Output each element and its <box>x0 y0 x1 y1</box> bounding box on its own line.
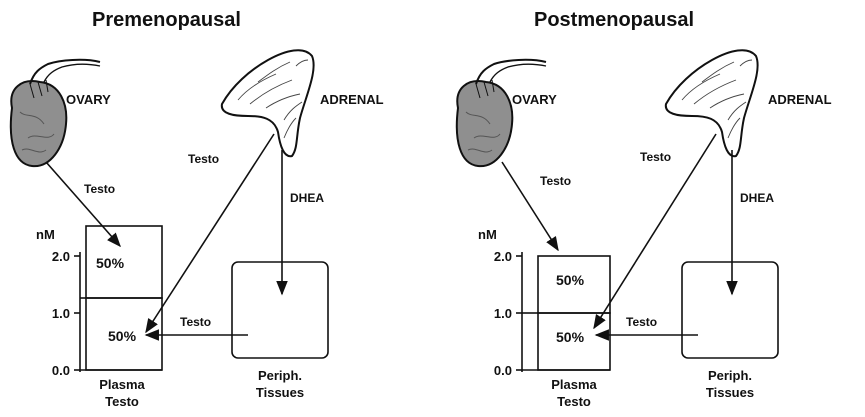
periph-tissues-box <box>232 262 328 358</box>
axis-unit: nM <box>36 227 55 242</box>
ovary-testo-label: Testo <box>84 182 115 196</box>
y-tick-label: 0.0 <box>494 363 512 378</box>
adrenal-illustration <box>222 50 314 156</box>
adrenal-label: ADRENAL <box>768 92 832 107</box>
y-tick-label: 2.0 <box>494 249 512 264</box>
y-tick-label: 1.0 <box>52 306 70 321</box>
dhea-label: DHEA <box>290 191 324 205</box>
axis-unit: nM <box>478 227 497 242</box>
periph-testo-label: Testo <box>180 315 211 329</box>
y-tick-label: 1.0 <box>494 306 512 321</box>
periph-testo-label: Testo <box>626 315 657 329</box>
panel-premenopausal: Premenopausal OVARY ADRENAL Testo Testo … <box>11 9 384 409</box>
plasma-testo-bar: nM 2.0 1.0 0.0 50% 50% Plasma Testo <box>36 226 162 409</box>
periph-caption-line1: Periph. <box>708 368 752 383</box>
panel-title: Premenopausal <box>92 9 241 31</box>
plasma-caption-line2: Testo <box>105 394 139 409</box>
panel-postmenopausal: Postmenopausal OVARY ADRENAL Testo Testo… <box>457 9 832 409</box>
lower-pct-label: 50% <box>108 328 137 344</box>
upper-pct-label: 50% <box>96 255 125 271</box>
adrenal-testo-label: Testo <box>640 150 671 164</box>
ovary-label: OVARY <box>512 92 557 107</box>
adrenal-testo-label: Testo <box>188 152 219 166</box>
ovary-illustration <box>457 60 546 166</box>
y-tick-label: 0.0 <box>52 363 70 378</box>
dhea-label: DHEA <box>740 191 774 205</box>
y-tick-label: 2.0 <box>52 249 70 264</box>
panel-title: Postmenopausal <box>534 9 694 31</box>
upper-pct-label: 50% <box>556 272 585 288</box>
plasma-caption-line1: Plasma <box>99 377 145 392</box>
periph-caption-line2: Tissues <box>706 385 754 400</box>
plasma-caption-line1: Plasma <box>551 377 597 392</box>
ovary-testo-label: Testo <box>540 174 571 188</box>
ovary-testo-arrow <box>46 162 120 246</box>
periph-caption-line1: Periph. <box>258 368 302 383</box>
lower-pct-label: 50% <box>556 329 585 345</box>
ovary-label: OVARY <box>66 92 111 107</box>
plasma-caption-line2: Testo <box>557 394 591 409</box>
plasma-testo-bar: nM 2.0 1.0 0.0 50% 50% Plasma Testo <box>478 227 610 409</box>
periph-tissues-box <box>682 262 778 358</box>
periph-caption-line2: Tissues <box>256 385 304 400</box>
ovary-illustration <box>11 60 100 166</box>
adrenal-label: ADRENAL <box>320 92 384 107</box>
